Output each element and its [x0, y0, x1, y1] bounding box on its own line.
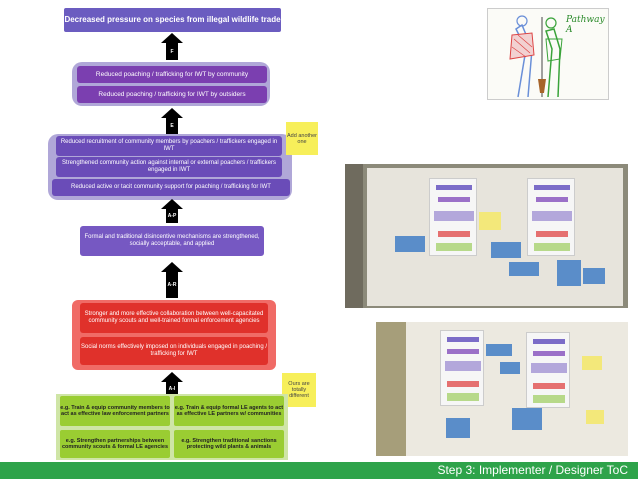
sketch-figures [509, 15, 563, 98]
action-train-le: e.g. Train & equip formal LE agents to a… [174, 396, 284, 426]
sticky-note-different-text: Ours are totally different [288, 381, 310, 399]
arrow-ai: A-I [161, 372, 183, 396]
note-blue-4 [557, 260, 581, 286]
note-yellow-2 [582, 356, 602, 370]
outcome-community-action-text: Strengthened community action against in… [61, 160, 276, 173]
footer-bar: Step 3: Implementer / Designer ToC [0, 462, 638, 479]
sketch-image: Pathway A [487, 8, 609, 100]
photo-wall [345, 164, 363, 308]
arrow-ar-label: A-R [167, 282, 177, 288]
poster-2 [527, 178, 575, 256]
arrow-ap-label: A-P [167, 213, 177, 219]
arrow-ar: A-R [161, 262, 183, 298]
arrow-e-label: E [170, 123, 174, 129]
workshop-photo-2 [376, 322, 628, 456]
outcome-outsiders-text: Reduced poaching / trafficking for IWT b… [98, 90, 246, 98]
outcome-community-text: Reduced poaching / trafficking for IWT b… [95, 70, 249, 78]
note-blue-3 [509, 262, 539, 276]
sketch-label: Pathway A [566, 15, 605, 35]
sticky-note-add: Add another one [286, 122, 318, 155]
note-blue-9 [512, 408, 542, 430]
action-partnerships: e.g. Strengthen partnerships between com… [60, 430, 170, 458]
disincentive-box: Formal and traditional disincentive mech… [80, 226, 264, 256]
disincentive-text: Formal and traditional disincentive mech… [84, 234, 260, 247]
outcome-social-norms-text: Social norms effectively imposed on indi… [80, 344, 267, 357]
outcome-community: Reduced poaching / trafficking for IWT b… [77, 66, 267, 83]
arrow-ai-label: A-I [168, 386, 176, 392]
note-blue-7 [500, 362, 520, 374]
outcome-outsiders: Reduced poaching / trafficking for IWT b… [77, 86, 267, 103]
arrow-ap: A-P [161, 199, 183, 223]
action-train-community-text: e.g. Train & equip community members to … [60, 404, 170, 417]
outcome-social-norms: Social norms effectively imposed on indi… [80, 337, 268, 365]
arrow-e: E [161, 108, 183, 134]
action-train-community: e.g. Train & equip community members to … [60, 396, 170, 426]
outcome-collaboration-text: Stronger and more effective collaboratio… [84, 311, 264, 324]
note-blue-6 [486, 344, 512, 356]
note-yellow-3 [586, 410, 604, 424]
outcome-support-text: Reduced active or tacit community suppor… [71, 184, 271, 191]
goal-text: Decreased pressure on species from illeg… [64, 15, 281, 25]
sticky-note-add-text: Add another one [287, 132, 317, 145]
photo2-wall [376, 322, 406, 456]
poster-4 [526, 332, 570, 408]
action-train-le-text: e.g. Train & equip formal LE agents to a… [174, 404, 284, 417]
outcome-support: Reduced active or tacit community suppor… [52, 179, 290, 196]
note-blue-5 [583, 268, 605, 284]
action-sanctions: e.g. Strengthen traditional sanctions pr… [174, 430, 284, 458]
outcome-recruitment: Reduced recruitment of community members… [56, 136, 282, 156]
note-blue-8 [446, 418, 470, 438]
outcome-community-action: Strengthened community action against in… [56, 157, 282, 177]
arrow-f: F [161, 33, 183, 60]
poster-1 [429, 178, 477, 256]
outcome-recruitment-text: Reduced recruitment of community members… [60, 139, 278, 152]
action-partnerships-text: e.g. Strengthen partnerships between com… [61, 437, 169, 450]
goal-box: Decreased pressure on species from illeg… [64, 8, 281, 32]
action-sanctions-text: e.g. Strengthen traditional sanctions pr… [181, 437, 277, 450]
note-blue-2 [491, 242, 521, 258]
workshop-photo-1 [345, 164, 628, 308]
footer-title: Step 3: Implementer / Designer ToC [437, 463, 628, 477]
poster-3 [440, 330, 484, 406]
note-blue-1 [395, 236, 425, 252]
arrow-f-label: F [170, 48, 174, 55]
outcome-collaboration: Stronger and more effective collaboratio… [80, 303, 268, 333]
note-yellow-1 [479, 212, 501, 230]
